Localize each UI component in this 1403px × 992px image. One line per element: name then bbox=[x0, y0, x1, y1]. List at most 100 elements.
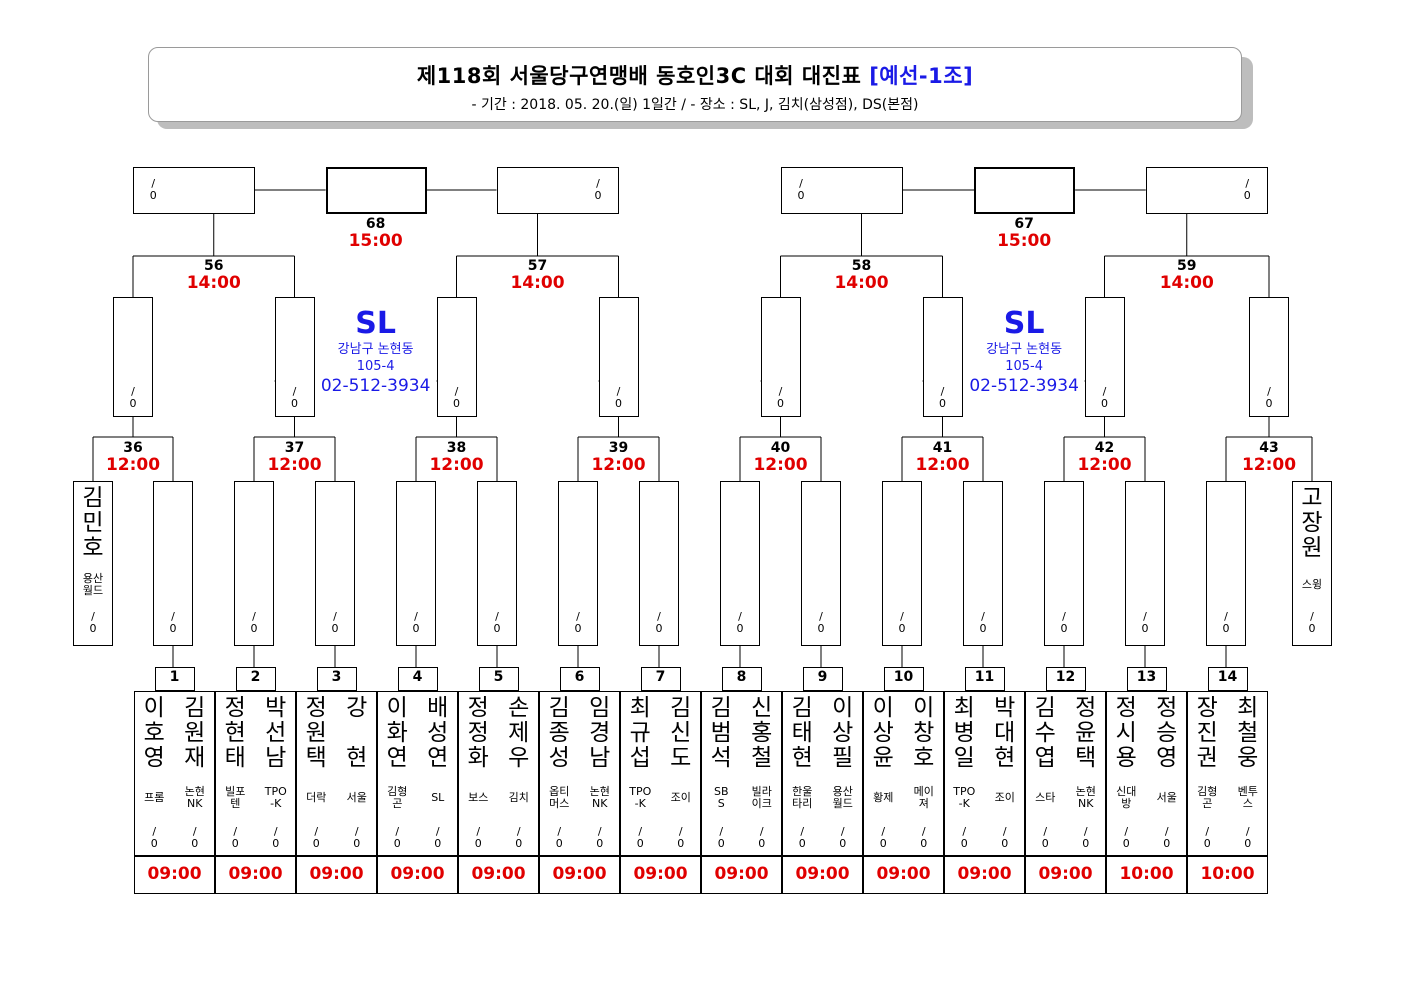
title-banner: 제118회 서울당구연맹배 동호인3C 대회 대진표 [예선-1조] - 기간 … bbox=[148, 47, 1242, 122]
round2-slot bbox=[1206, 481, 1246, 646]
round3-game-time: 14:00 bbox=[834, 273, 889, 293]
slot-score: /0 bbox=[1060, 610, 1068, 635]
slot-score: /0 bbox=[331, 610, 339, 635]
match-card bbox=[296, 691, 377, 856]
match-time-box bbox=[863, 856, 944, 894]
match-card bbox=[458, 691, 539, 856]
slot-score: /0 bbox=[939, 385, 946, 410]
round2-game-time: 12:00 bbox=[105, 455, 161, 475]
player-club: 프롬 bbox=[144, 791, 165, 804]
player-score: /0 bbox=[636, 825, 644, 850]
match-number: 13 bbox=[1136, 669, 1157, 685]
slot-score: /0 bbox=[149, 177, 157, 202]
match-number-box bbox=[235, 667, 276, 691]
match-number-box bbox=[397, 667, 438, 691]
round2-slot bbox=[73, 481, 113, 646]
player-score: /0 bbox=[920, 825, 928, 850]
match-time: 10:00 bbox=[1119, 864, 1174, 884]
match-number: 9 bbox=[817, 669, 828, 685]
match-number: 1 bbox=[169, 669, 180, 685]
round2-game-number: 38 bbox=[446, 440, 467, 456]
slot-score: /0 bbox=[817, 610, 825, 635]
player-score: /0 bbox=[312, 825, 320, 850]
slot-score: /0 bbox=[1141, 610, 1149, 635]
match-number-box bbox=[640, 667, 681, 691]
final-game-number: 68 bbox=[365, 216, 386, 232]
match-card bbox=[1106, 691, 1187, 856]
round2-game-time: 12:00 bbox=[267, 455, 322, 475]
player-score: /0 bbox=[879, 825, 887, 850]
player-score: /0 bbox=[839, 825, 847, 850]
match-number-box bbox=[1207, 667, 1248, 691]
round2-game-number: 41 bbox=[932, 440, 953, 456]
match-number-box bbox=[802, 667, 843, 691]
slot-score: /0 bbox=[1265, 385, 1273, 410]
player-club: TPO-K bbox=[629, 785, 652, 810]
round2-game-number: 42 bbox=[1094, 440, 1115, 456]
round2-slot bbox=[153, 481, 193, 646]
player-score: /0 bbox=[677, 825, 685, 850]
group-label: [예선-1조] bbox=[869, 64, 974, 88]
player-score: /0 bbox=[1122, 825, 1130, 850]
round2-slot bbox=[1125, 481, 1165, 646]
slot-score: /0 bbox=[412, 610, 420, 635]
match-time: 09:00 bbox=[876, 864, 931, 884]
match-card bbox=[944, 691, 1025, 856]
player-club: 스타 bbox=[1035, 791, 1056, 804]
round2-game-number: 37 bbox=[284, 440, 305, 456]
match-time-box bbox=[782, 856, 863, 894]
player-club: SL bbox=[431, 791, 445, 804]
final-slot bbox=[325, 167, 427, 214]
slot-score: /0 bbox=[493, 610, 501, 635]
match-number-box bbox=[883, 667, 924, 691]
match-time: 09:00 bbox=[795, 864, 850, 884]
round2-game-number: 39 bbox=[608, 440, 629, 456]
match-time-box bbox=[620, 856, 701, 894]
slot-score: /0 bbox=[777, 385, 784, 410]
round2-slot bbox=[477, 481, 517, 646]
slot-score: /0 bbox=[574, 610, 582, 635]
venue-phone: 02-512-3934 bbox=[969, 376, 1079, 396]
match-time: 09:00 bbox=[633, 864, 688, 884]
player-score: /0 bbox=[150, 825, 158, 850]
slot-score: /0 bbox=[655, 610, 663, 635]
slot-score: /0 bbox=[291, 385, 298, 410]
player-score: /0 bbox=[1001, 825, 1009, 850]
slot-score: /0 bbox=[615, 385, 622, 410]
match-number: 8 bbox=[736, 669, 747, 685]
round2-game-time: 12:00 bbox=[429, 455, 484, 475]
round3-slot bbox=[1084, 297, 1125, 417]
player-score: /0 bbox=[272, 825, 280, 850]
round2-slot bbox=[558, 481, 598, 646]
player-score: /0 bbox=[798, 825, 806, 850]
round2-slot bbox=[1044, 481, 1084, 646]
match-time: 09:00 bbox=[309, 864, 364, 884]
player-club: 보스 bbox=[468, 791, 489, 804]
round2-game-number: 36 bbox=[123, 440, 143, 456]
match-card bbox=[701, 691, 782, 856]
slot-score: /0 bbox=[129, 385, 137, 410]
round2-slot bbox=[801, 481, 841, 646]
round2-game-time: 12:00 bbox=[753, 455, 808, 475]
match-time-box bbox=[1025, 856, 1106, 894]
round2-slot bbox=[396, 481, 436, 646]
player-score: /0 bbox=[717, 825, 725, 850]
